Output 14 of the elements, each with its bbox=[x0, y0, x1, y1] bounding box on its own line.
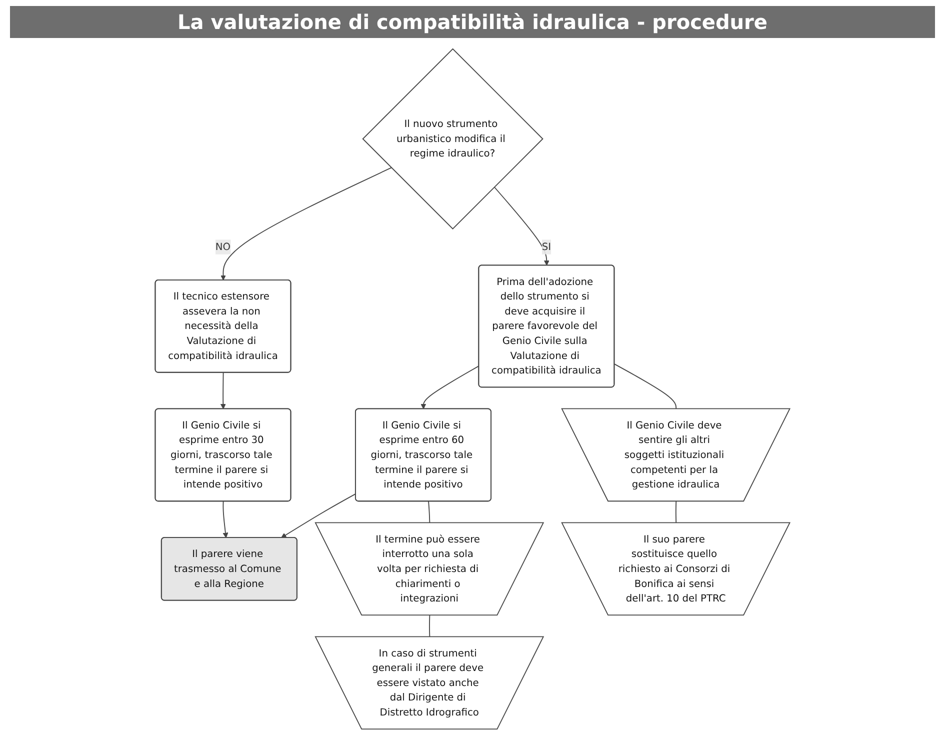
arrow bbox=[220, 167, 392, 280]
arrow bbox=[281, 493, 356, 538]
arrow bbox=[222, 500, 228, 538]
edge-label: NO bbox=[215, 240, 231, 253]
connector bbox=[429, 614, 430, 638]
title-banner: La valutazione di compatibilità idraulica - procedure bbox=[10, 6, 935, 38]
connector bbox=[428, 500, 430, 524]
node-diamond: Il nuovo strumento urbanistico modifica il regime idraulico? bbox=[362, 48, 544, 230]
arrow bbox=[420, 365, 480, 410]
arrow bbox=[494, 186, 550, 266]
edge-label: SI bbox=[542, 240, 552, 253]
arrow bbox=[220, 372, 226, 410]
connector bbox=[675, 500, 677, 524]
connector bbox=[614, 364, 677, 410]
